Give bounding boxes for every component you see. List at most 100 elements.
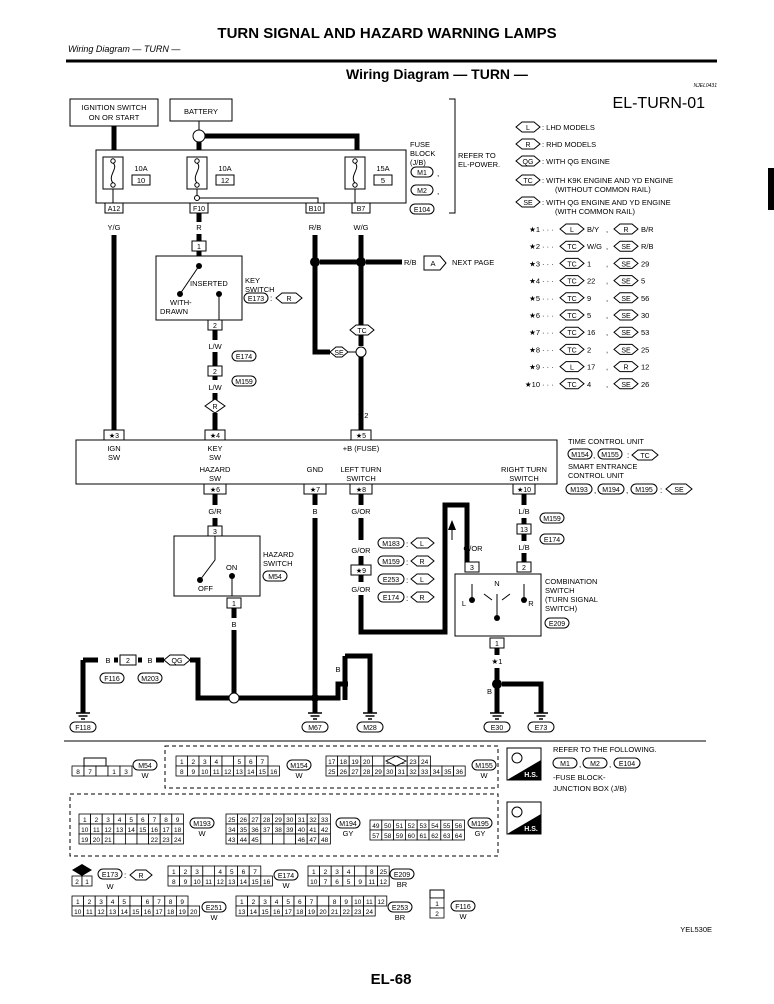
joint-pin-2-text: 2 <box>213 369 217 376</box>
conn-e104-text: E104 <box>414 207 430 214</box>
legend-code-text: TC <box>567 347 576 354</box>
terminal-no: 28 <box>263 817 271 824</box>
battery-box <box>169 98 233 122</box>
tcu-pin-label: +B (FUSE) <box>343 444 380 453</box>
terminal-no: 11 <box>366 899 373 906</box>
star-value: 56 <box>641 294 649 303</box>
fuse-element-icon <box>194 162 200 184</box>
wire-color: W/G <box>354 223 369 232</box>
cv-m194-text: M194 <box>339 821 357 828</box>
legend-code-text: TC <box>567 330 576 337</box>
terminal-no: 6 <box>146 899 150 906</box>
cv-m195-text: M195 <box>471 821 489 828</box>
combination-switch-box <box>454 573 542 637</box>
terminal-no: 57 <box>372 833 380 840</box>
hs-text: H.S. <box>524 826 538 833</box>
wire <box>239 681 348 701</box>
region-code-text: R <box>419 559 424 566</box>
terminal-no: 33 <box>321 817 329 824</box>
comma: , <box>437 187 439 196</box>
terminal-no: 22 <box>151 837 159 844</box>
cv-m193-text: M193 <box>193 821 211 828</box>
terminal-no: 32 <box>309 817 317 824</box>
terminal-cell <box>429 907 445 919</box>
terminal-no: 18 <box>167 909 175 916</box>
terminal-no: 1 <box>312 869 316 876</box>
legend-code-text: SE <box>621 261 631 268</box>
terminal-no: 40 <box>298 827 306 834</box>
terminal-no: 31 <box>298 817 306 824</box>
terminal-no: 17 <box>285 909 293 916</box>
legend-code-text: SE <box>621 382 631 389</box>
terminal-no: 54 <box>431 823 439 830</box>
cv-e251 <box>201 901 227 913</box>
legend-text: : WITH QG ENGINE <box>542 157 610 166</box>
terminal-no: 7 <box>157 899 161 906</box>
terminal-no: 13 <box>236 769 244 776</box>
page-number: EL-68 <box>371 971 412 988</box>
ground-M67 <box>301 721 329 733</box>
tc-code-text: TC <box>357 328 366 335</box>
terminal-cell <box>318 833 331 845</box>
legend-code <box>515 196 541 208</box>
legend-code-text: R <box>525 142 530 149</box>
terminal-no: 8 <box>172 879 176 886</box>
splice-dot <box>197 577 203 583</box>
wire-color: Y/G <box>108 223 121 232</box>
conn-m159-text: M159 <box>235 379 253 386</box>
cv-m194-color: GY <box>343 829 354 838</box>
terminal-no: 39 <box>286 827 294 834</box>
legend-code-text: L <box>570 365 574 372</box>
refer-label: JUNCTION BOX (J/B) <box>553 784 627 793</box>
cv-m54-color: W <box>141 771 149 780</box>
legend-code-text: TC <box>567 244 576 251</box>
star-value: 2 <box>587 345 591 354</box>
cv-m155-text: M155 <box>475 763 493 770</box>
terminal-no: 14 <box>128 827 136 834</box>
star-key: ★9 <box>529 363 540 372</box>
wire-color: B <box>105 656 110 665</box>
cv-m54-text: M54 <box>138 763 152 770</box>
legend-code-text: SE <box>621 313 631 320</box>
gor-conn-text: M183 <box>382 541 400 548</box>
connector-key <box>83 757 107 767</box>
terminal-no: 11 <box>213 769 220 776</box>
combo-label: SWITCH <box>545 586 575 595</box>
terminal-no: 8 <box>333 899 337 906</box>
terminal-no: 26 <box>240 817 248 824</box>
connector-f116: 12 <box>429 897 445 919</box>
terminal-no: 32 <box>409 769 417 776</box>
conn-e104 <box>409 203 435 215</box>
terminal-no: 13 <box>238 909 246 916</box>
terminal-no: 53 <box>419 823 427 830</box>
ground-E30-text: E30 <box>491 725 504 732</box>
legend-code-text: TC <box>567 313 576 320</box>
terminal-no: 24 <box>421 759 429 766</box>
se-code-text: SE <box>674 487 684 494</box>
figure-code: YEL530E <box>680 925 712 934</box>
ground-E30 <box>483 721 511 733</box>
terminal-no: 18 <box>296 909 304 916</box>
terminal-no: 58 <box>384 833 392 840</box>
terminal-no: 19 <box>81 837 89 844</box>
combo-n: N <box>494 579 499 588</box>
terminal-no: 8 <box>370 869 374 876</box>
fuse-pin-A12 <box>104 202 124 214</box>
wire-color: B <box>147 656 152 665</box>
legend-text: : RHD MODELS <box>542 140 596 149</box>
conn-e209 <box>544 617 570 629</box>
terminal-no: 2 <box>252 899 256 906</box>
comma: , <box>606 242 608 251</box>
conn-m194 <box>597 483 625 495</box>
terminal-cell <box>81 875 93 887</box>
star-key: ★5 <box>529 294 540 303</box>
fuse-terminal <box>352 182 358 188</box>
conn-m54-text: M54 <box>268 574 282 581</box>
terminal-no: 8 <box>169 899 173 906</box>
terminal-no: 6 <box>298 899 302 906</box>
page-title: TURN SIGNAL AND HAZARD WARNING LAMPS <box>217 25 556 42</box>
